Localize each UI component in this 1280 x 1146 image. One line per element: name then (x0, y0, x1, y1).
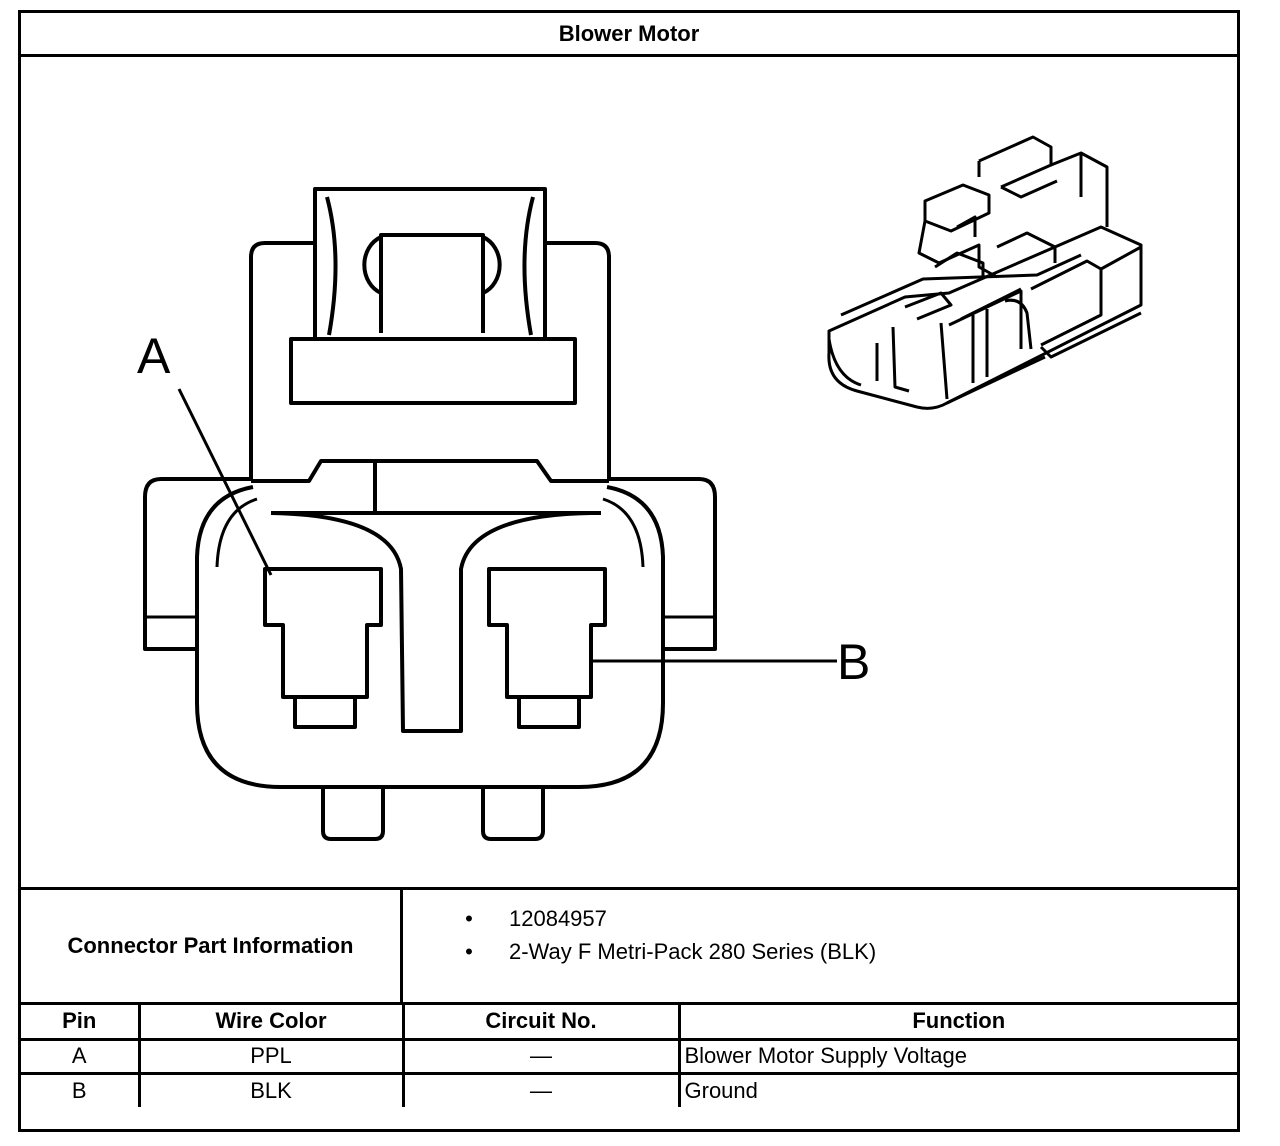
latch-curve-left (325, 196, 338, 336)
connector-sheet: Blower Motor (18, 10, 1240, 1132)
latch-curve-right (522, 196, 535, 336)
cell-function: Blower Motor Supply Voltage (677, 1037, 1237, 1075)
bullet-icon: • (465, 939, 473, 964)
terminal-b-tab (517, 695, 581, 729)
pin-table: Pin Wire Color Circuit No. Function A PP… (21, 1005, 1237, 1107)
header-function: Function (677, 1005, 1237, 1041)
part-number: 12084957 (509, 906, 607, 931)
connector-info-list: • 12084957 • 2-Way F Metri-Pack 280 Seri… (403, 890, 1237, 1014)
bottom-post-left (321, 787, 385, 841)
latch-body (313, 187, 547, 341)
header-pin: Pin (21, 1005, 141, 1041)
connector-info-label: Connector Part Information (21, 890, 403, 1002)
terminal-a-tab (293, 695, 357, 729)
header-circuit-no: Circuit No. (401, 1005, 681, 1041)
latch-bar (289, 337, 577, 405)
cell-pin: B (21, 1071, 141, 1107)
table-row: B BLK — Ground (21, 1071, 1237, 1107)
latch-slot-arc-left (362, 235, 382, 295)
cell-wire-color: PPL (137, 1037, 405, 1075)
latch-slot-arc-right (482, 235, 502, 295)
top-rib (251, 459, 609, 483)
page-title: Blower Motor (21, 13, 1237, 57)
connector-isometric-view (827, 135, 1143, 410)
leader-line-a (177, 388, 273, 576)
center-divider (270, 511, 592, 733)
connector-description: 2-Way F Metri-Pack 280 Series (BLK) (509, 939, 877, 964)
flange-left (143, 477, 253, 651)
housing-inner-right (602, 497, 645, 568)
cell-function: Ground (677, 1071, 1237, 1107)
table-row: A PPL — Blower Motor Supply Voltage (21, 1037, 1237, 1075)
cell-pin: A (21, 1037, 141, 1075)
pin-label-b: B (837, 634, 870, 690)
pin-table-header: Pin Wire Color Circuit No. Function (21, 1005, 1237, 1041)
bottom-post-right (481, 787, 545, 841)
flange-right (607, 477, 717, 651)
connector-face-drawing: A B (137, 135, 1143, 841)
latch-slot (379, 233, 485, 333)
housing-right-wall (547, 241, 611, 477)
bullet-icon: • (465, 906, 473, 931)
cell-wire-color: BLK (137, 1071, 405, 1107)
connector-info-item: • 12084957 (403, 902, 1237, 935)
pin-label-a: A (137, 328, 171, 384)
cell-circuit: — (401, 1037, 681, 1075)
housing-inner-left (215, 497, 258, 568)
cell-circuit: — (401, 1071, 681, 1107)
housing-outer (195, 485, 665, 789)
terminal-b (487, 567, 607, 699)
connector-part-info: Connector Part Information • 12084957 • … (21, 887, 1237, 1005)
header-wire-color: Wire Color (137, 1005, 405, 1041)
connector-info-item: • 2-Way F Metri-Pack 280 Series (BLK) (403, 935, 1237, 968)
terminal-a (263, 567, 383, 699)
connector-diagram: A B (21, 57, 1237, 887)
housing-left-wall (249, 241, 313, 477)
